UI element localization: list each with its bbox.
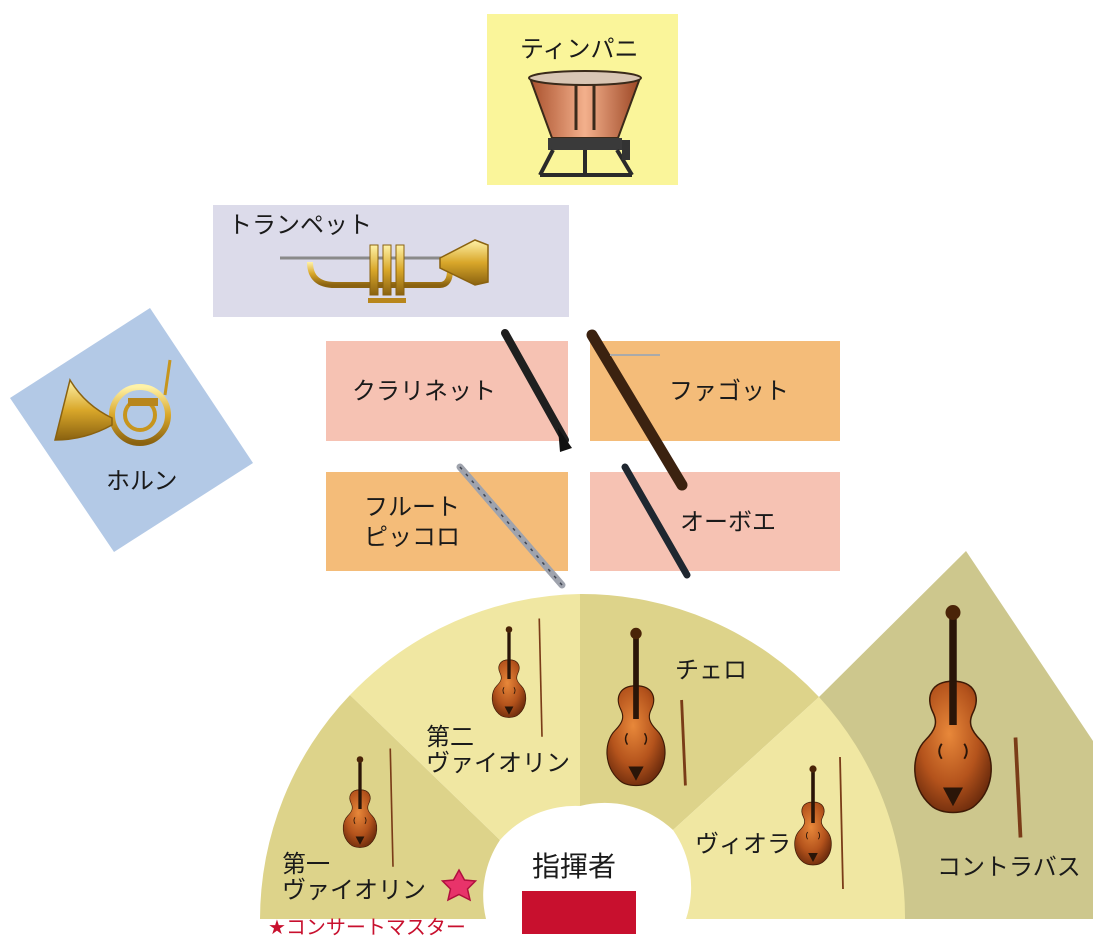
first-violin-label-line1: 第一 — [282, 850, 330, 878]
second-violin-label-line2: ヴァイオリン — [426, 749, 570, 777]
contrabass-icon — [913, 604, 1023, 838]
cello-icon — [606, 627, 687, 787]
conductor-label: 指揮者 — [532, 850, 617, 883]
horn-section — [10, 308, 253, 552]
clarinet-label: クラリネット — [352, 377, 496, 405]
piccolo-label-line2: ピッコロ — [364, 523, 460, 551]
bassoon-icon — [586, 329, 688, 491]
trumpet-section — [213, 205, 569, 317]
trumpet-icon — [280, 239, 489, 303]
violin-2-icon — [491, 618, 543, 737]
cello-label: チェロ — [675, 656, 747, 684]
bassoon-label: ファゴット — [669, 377, 789, 405]
horn-area — [10, 308, 253, 552]
first-violin-label-line2: ヴァイオリン — [282, 876, 426, 904]
trumpet-label: トランペット — [228, 211, 372, 239]
horn-icon — [54, 359, 172, 446]
violin-1-icon — [342, 748, 394, 867]
viola-area — [673, 697, 906, 919]
oboe-label: オーボエ — [680, 508, 776, 536]
conductor-podium — [522, 891, 636, 934]
contrabass-label: コントラバス — [937, 853, 1081, 881]
viola-icon — [794, 756, 844, 890]
oboe-icon — [621, 463, 691, 579]
viola-label: ヴィオラ — [695, 830, 791, 858]
flute-label-line1: フルート — [364, 493, 460, 521]
second-violin-label-line1: 第二 — [426, 723, 474, 751]
timpani-icon — [528, 70, 642, 177]
flute-icon — [456, 463, 566, 589]
flute-piccolo-area — [326, 472, 568, 571]
timpani-label: ティンパニ — [520, 35, 639, 63]
second-violin-area — [350, 594, 580, 840]
clarinet-area — [326, 341, 568, 441]
clarinet-icon — [501, 329, 572, 452]
horn-label: ホルン — [106, 467, 178, 495]
concertmaster-star-icon — [440, 868, 478, 902]
timpani-section — [487, 14, 678, 185]
concertmaster-caption: ★コンサートマスター — [268, 915, 466, 939]
oboe-area — [590, 472, 840, 571]
first-violin-area — [260, 695, 500, 919]
